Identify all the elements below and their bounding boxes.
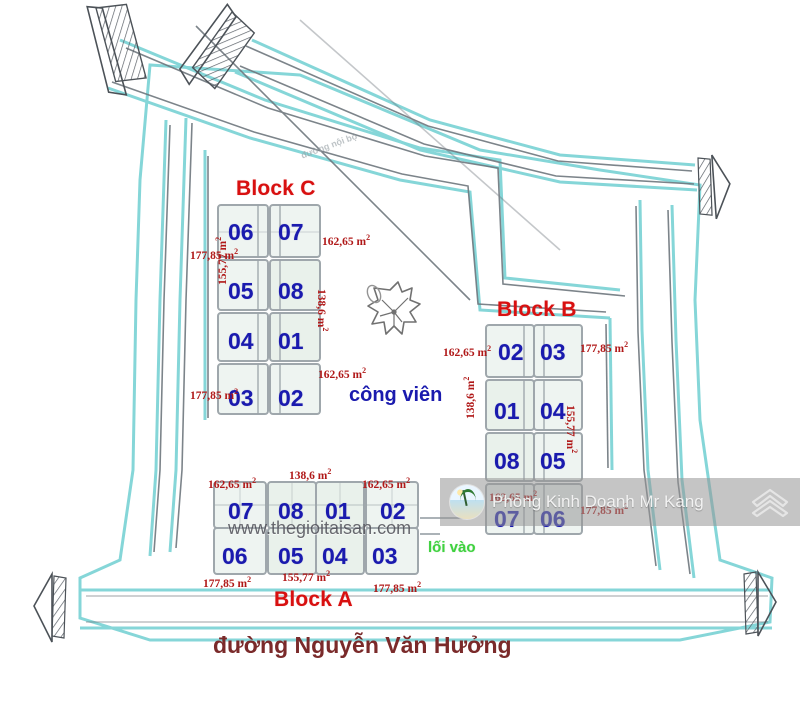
lot-b-08[interactable]: 08	[494, 448, 520, 474]
area-label-b-3: 155,77 m2	[564, 405, 579, 454]
block-title-c: Block C	[236, 177, 316, 200]
road-cyan-band	[78, 38, 774, 642]
lot-b-03[interactable]: 03	[540, 339, 566, 365]
lot-a-05[interactable]: 05	[278, 543, 304, 569]
area-label-b-1: 177,85 m2	[580, 340, 629, 355]
lot-b-04[interactable]: 04	[540, 398, 566, 424]
agent-watermark-bar: Phòng Kinh Doanh Mr Kang	[440, 478, 800, 526]
lot-a-06[interactable]: 06	[222, 543, 248, 569]
lot-c-06[interactable]: 06	[228, 219, 254, 245]
road-edge-lines	[86, 19, 768, 623]
block-title-a: Block A	[274, 588, 353, 611]
entrance-label: lối vào	[428, 539, 476, 556]
main-street-label: đường Nguyễn Văn Hưởng	[213, 632, 512, 658]
block-a-plots	[213, 481, 419, 575]
lot-b-05[interactable]: 05	[540, 448, 566, 474]
lot-c-03[interactable]: 03	[228, 385, 254, 411]
lot-c-08[interactable]: 08	[278, 278, 304, 304]
area-label-c-0: 177,85 m2	[190, 247, 239, 262]
park-tree-icon	[366, 281, 421, 335]
area-label-a-5: 177,85 m2	[373, 580, 422, 595]
area-label-c-2: 155,77 m2	[214, 236, 229, 285]
lot-b-01[interactable]: 01	[494, 398, 520, 424]
block-a-plot-notches	[214, 482, 418, 528]
area-label-c-4: 177,85 m2	[190, 387, 239, 402]
lot-a-07[interactable]: 07	[228, 498, 254, 524]
lot-a-04[interactable]: 04	[322, 543, 348, 569]
park-label: công viên	[349, 384, 443, 406]
area-label-a-0: 162,65 m2	[208, 476, 257, 491]
lot-a-08[interactable]: 08	[278, 498, 304, 524]
lot-a-03[interactable]: 03	[372, 543, 398, 569]
area-label-b-0: 162,65 m2	[443, 344, 492, 359]
site-url-watermark: www.thegioitaisan.com	[228, 518, 412, 538]
lot-c-05[interactable]: 05	[228, 278, 254, 304]
area-label-c-1: 162,65 m2	[322, 233, 371, 248]
area-label-a-3: 177,85 m2	[203, 575, 252, 590]
area-label-a-1: 138,6 m2	[289, 467, 332, 482]
area-label-a-4: 155,77 m2	[282, 569, 331, 584]
area-label-c-3: 138,6 m2	[315, 289, 330, 332]
block-c-plot-notches	[218, 205, 320, 414]
agent-watermark-text: Phòng Kinh Doanh Mr Kang	[492, 492, 704, 511]
lot-a-01[interactable]: 01	[325, 498, 351, 524]
area-label-a-2: 162,65 m2	[362, 476, 411, 491]
lot-c-04[interactable]: 04	[228, 328, 254, 354]
lot-a-02[interactable]: 02	[380, 498, 406, 524]
lot-b-02[interactable]: 02	[498, 339, 524, 365]
beach-photo-icon	[450, 485, 484, 519]
lot-c-02[interactable]: 02	[278, 385, 304, 411]
lot-c-01[interactable]: 01	[278, 328, 304, 354]
lot-c-07[interactable]: 07	[278, 219, 304, 245]
block-c-plots	[217, 204, 321, 415]
road-terminator-marker	[33, 2, 777, 643]
block-title-b: Block B	[497, 298, 577, 321]
area-label-b-2: 138,6 m2	[462, 376, 477, 419]
area-label-c-5: 162,65 m2	[318, 366, 367, 381]
chevron-roof-logo-icon	[751, 488, 789, 517]
